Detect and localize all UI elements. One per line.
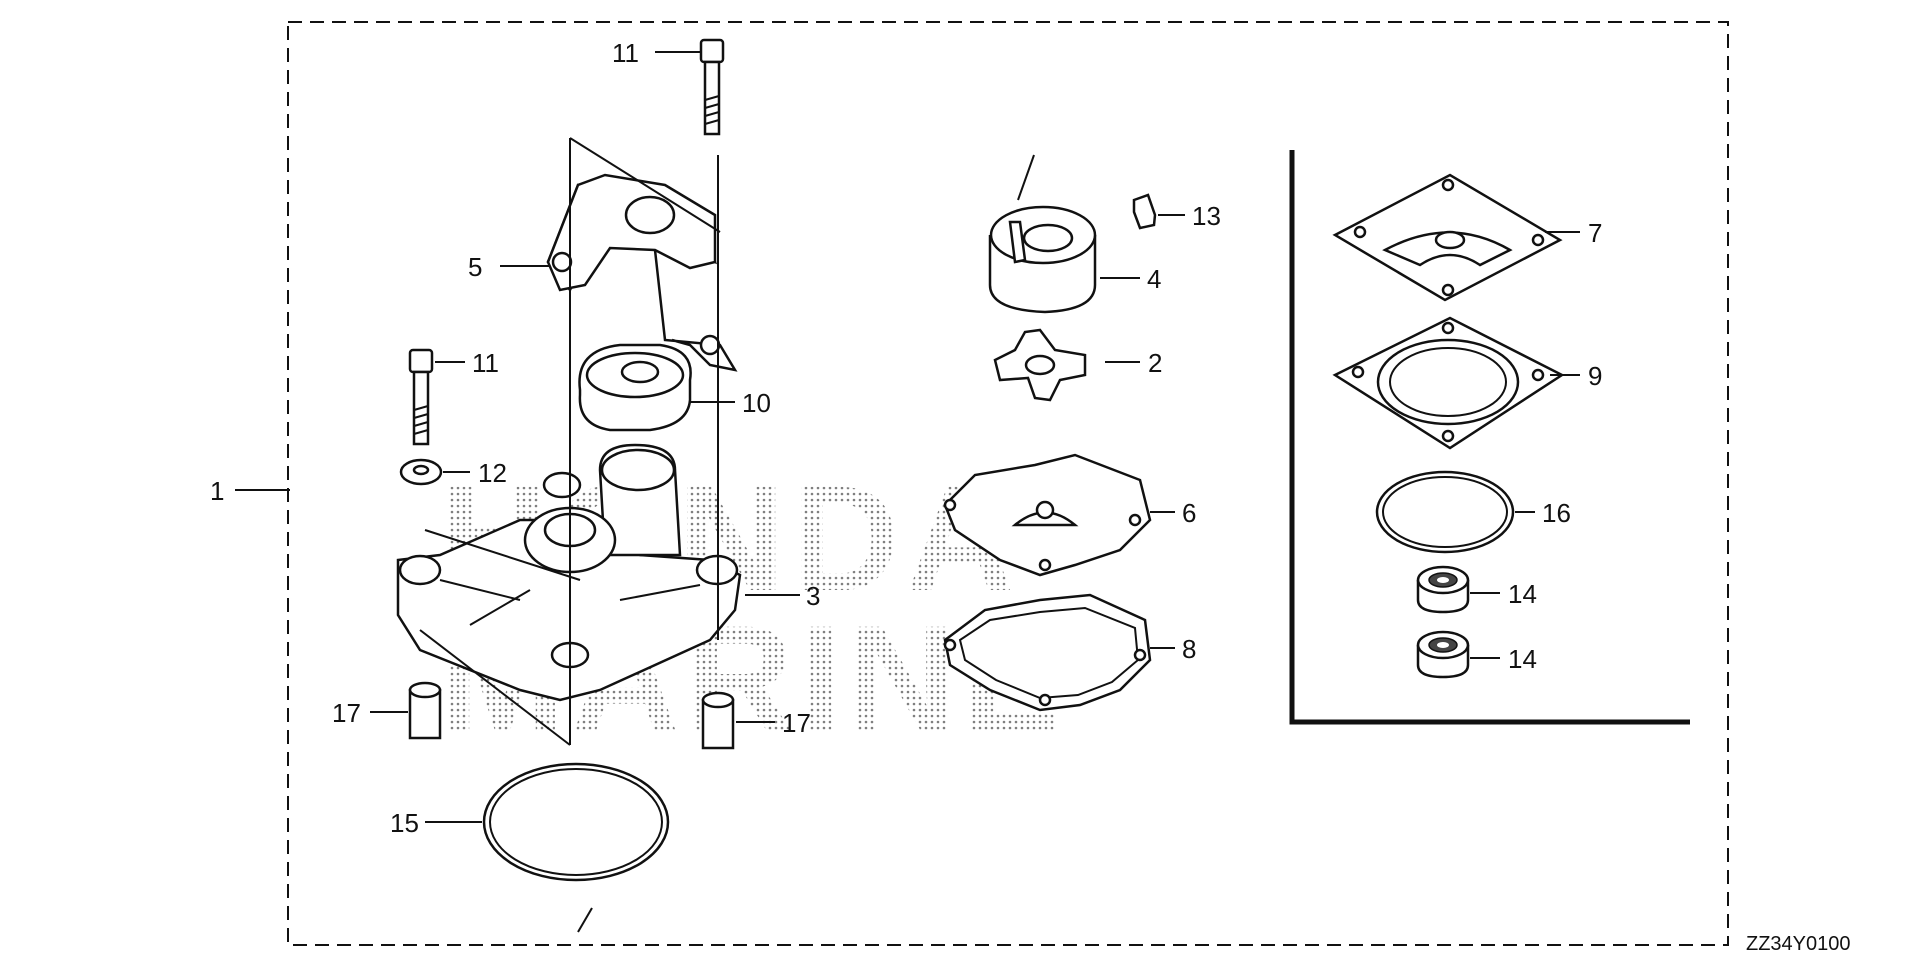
washer-part[interactable] (399, 458, 443, 486)
callout-6: 6 (1182, 498, 1196, 528)
leader-lines (235, 51, 1580, 823)
dowel-right[interactable] (701, 691, 735, 750)
callout-5: 5 (468, 252, 482, 282)
seal-part[interactable] (578, 343, 692, 432)
kit-gasket[interactable] (1332, 316, 1565, 450)
bearing-lower[interactable] (1416, 630, 1470, 679)
key-part[interactable] (1132, 193, 1157, 230)
callout-17-right: 17 (782, 708, 811, 738)
assembly-frame (287, 21, 1729, 946)
callout-7: 7 (1588, 218, 1602, 248)
callouts: 11 1 2 3 4 5 6 7 8 9 10 11 12 13 14 14 1… (210, 38, 1602, 838)
bearing-upper[interactable] (1416, 565, 1470, 614)
impeller-housing[interactable] (988, 205, 1097, 314)
bolt-lower[interactable] (408, 348, 434, 446)
callout-15: 15 (390, 808, 419, 838)
callout-3: 3 (806, 581, 820, 611)
o-ring-large[interactable] (482, 762, 670, 882)
callout-12: 12 (478, 458, 507, 488)
callout-14-upper: 14 (1508, 579, 1537, 609)
gasket-lower[interactable] (943, 593, 1152, 712)
callout-14-lower: 14 (1508, 644, 1537, 674)
diagram-code: ZZ34Y0100 (1746, 933, 1851, 955)
bolt-upper[interactable] (699, 38, 725, 136)
callout-1: 1 (210, 476, 224, 506)
callout-13: 13 (1192, 201, 1221, 231)
callout-4: 4 (1147, 264, 1161, 294)
callout-9: 9 (1588, 361, 1602, 391)
dowel-left[interactable] (408, 681, 442, 740)
callout-16: 16 (1542, 498, 1571, 528)
callout-11-lower: 11 (472, 348, 499, 378)
callout-10: 10 (742, 388, 771, 418)
callout-8: 8 (1182, 634, 1196, 664)
callout-11-upper: 11 (612, 38, 639, 68)
kit-plate[interactable] (1332, 173, 1563, 302)
callout-2: 2 (1148, 348, 1162, 378)
callout-17-left: 17 (332, 698, 361, 728)
wear-plate[interactable] (943, 453, 1152, 577)
kit-frame (1289, 150, 1690, 725)
bracket-part[interactable] (546, 173, 738, 372)
impeller-part[interactable] (993, 328, 1087, 402)
alignment-lines (419, 137, 1035, 933)
pump-housing[interactable] (396, 443, 742, 702)
kit-o-ring[interactable] (1375, 470, 1515, 554)
